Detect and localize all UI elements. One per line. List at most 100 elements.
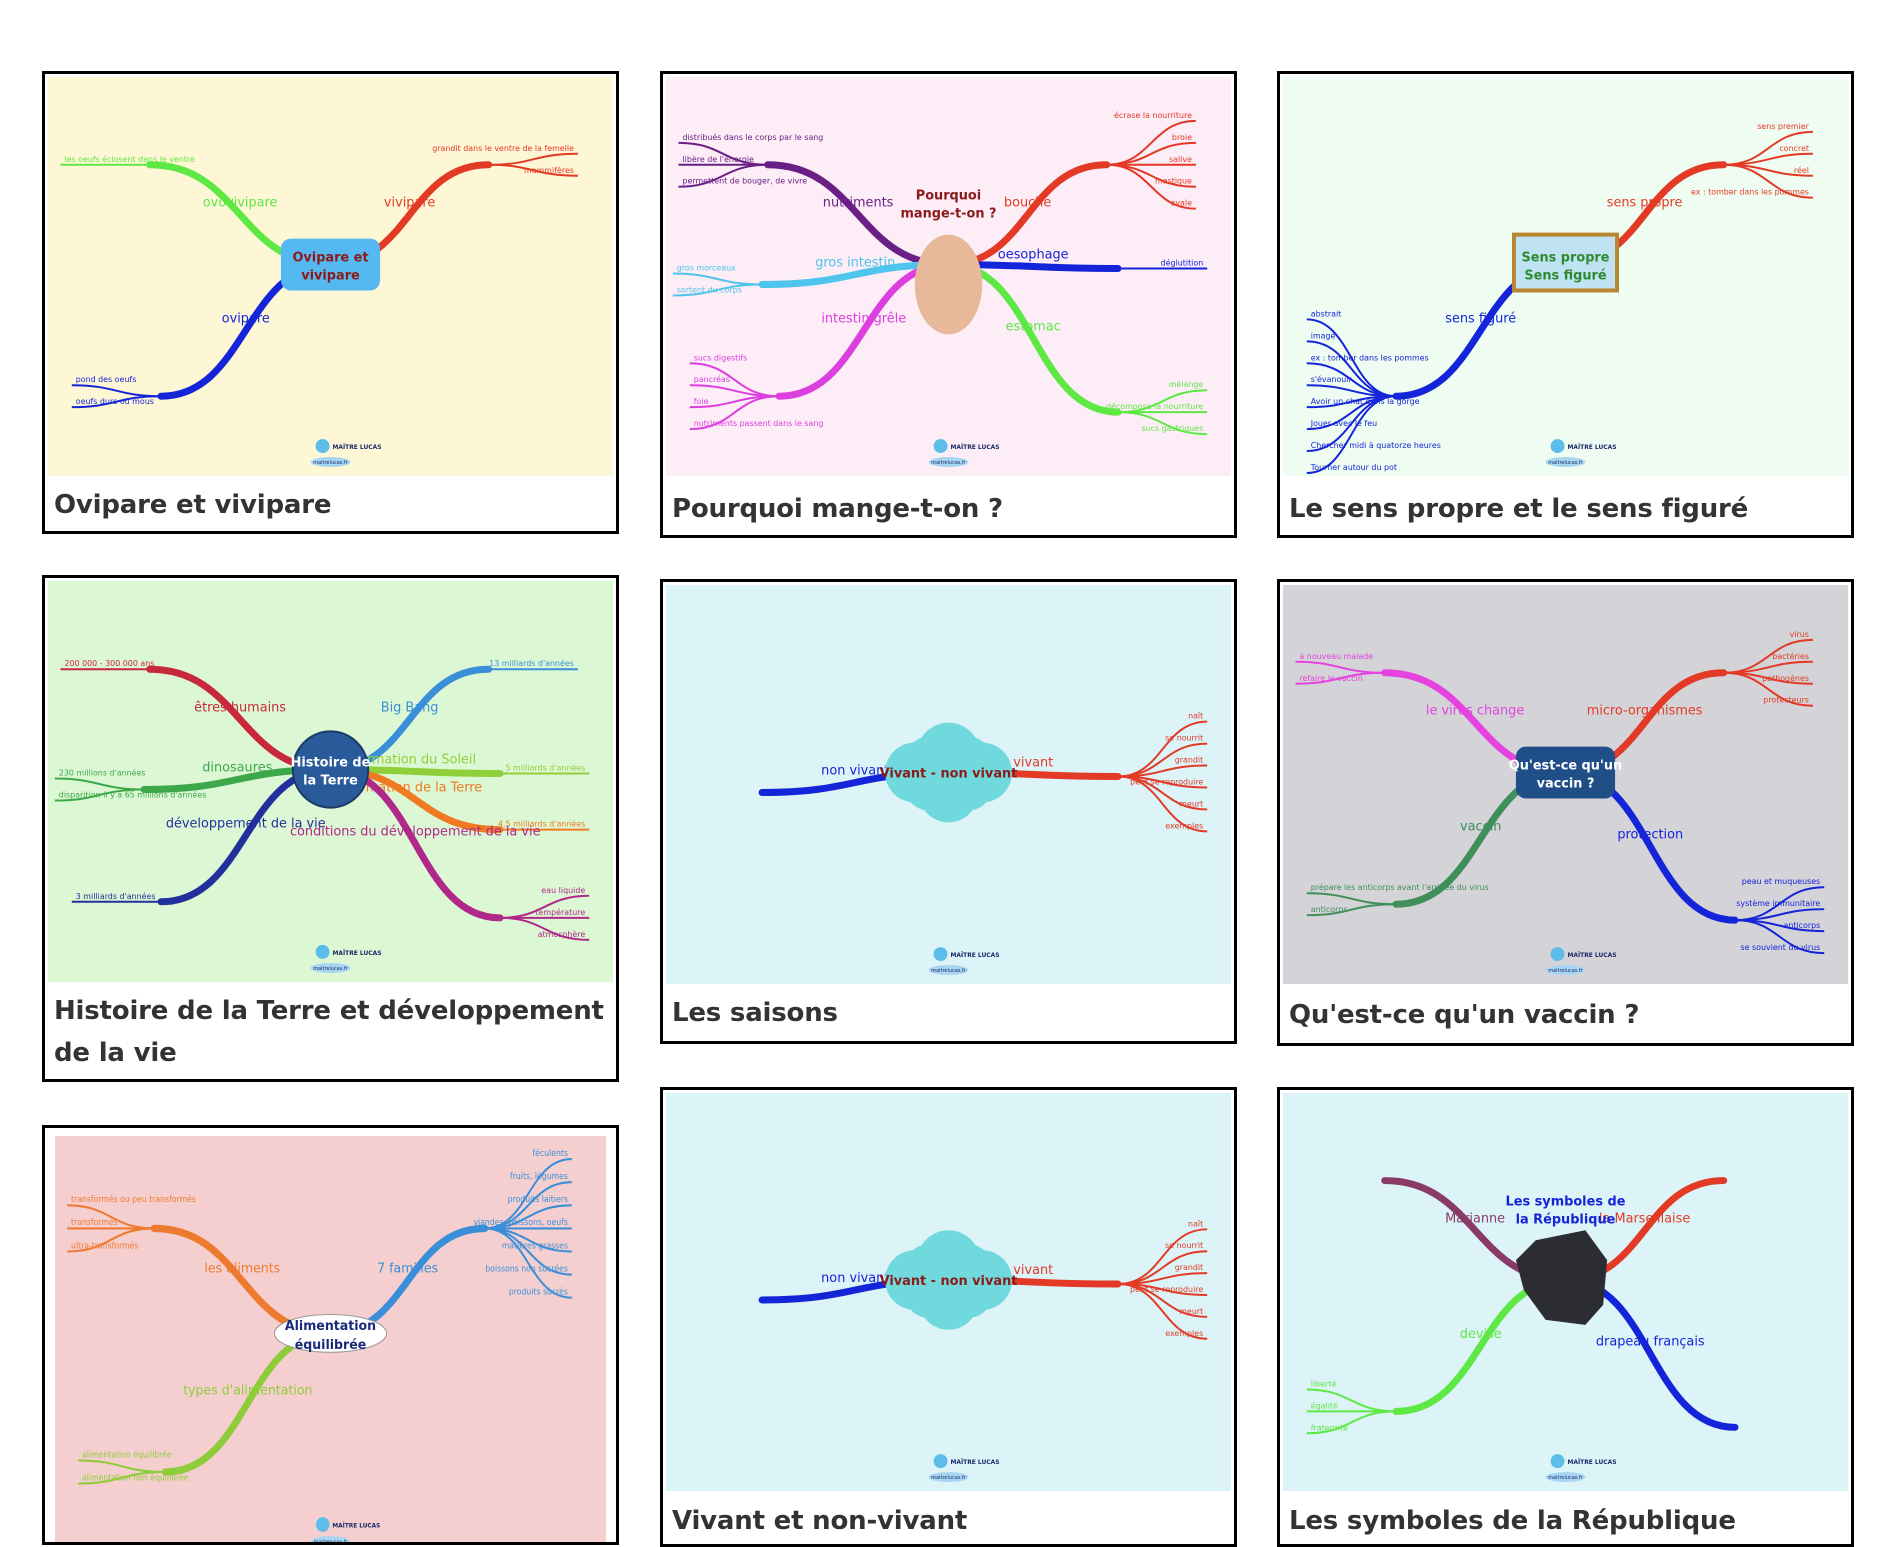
branch-label: la Marseillaise bbox=[1599, 1211, 1690, 1226]
branch-child-label: viandes, poissons, oeufs bbox=[473, 1218, 567, 1227]
svg-text:maitrelucas.fr: maitrelucas.fr bbox=[1548, 460, 1583, 466]
center-node-label: Pourquoi bbox=[916, 189, 981, 204]
card-title[interactable]: Les symboles de la République bbox=[1289, 1506, 1736, 1536]
branch-child-label: alimentation non équilibrée bbox=[82, 1472, 189, 1482]
branch-child-label: grandit bbox=[1175, 756, 1203, 765]
branch-child-label: produits sucrés bbox=[509, 1286, 568, 1296]
branch-child-label: foie bbox=[694, 397, 709, 406]
branch-label: drapeau français bbox=[1596, 1335, 1705, 1350]
branch-child-label: alimentation équilibrée bbox=[82, 1449, 172, 1459]
svg-text:maitrelucas.fr: maitrelucas.fr bbox=[314, 1539, 348, 1545]
card-qu-est-ce-qu-un-vaccin[interactable]: le virus change à nouveau malade refaire l… bbox=[1277, 579, 1854, 1046]
svg-text:MAÎTRE LUCAS: MAÎTRE LUCAS bbox=[332, 443, 381, 451]
branch-child-label: oeufs durs ou mous bbox=[76, 397, 154, 406]
center-node-label: Vivant - non vivant bbox=[880, 766, 1018, 781]
card-title[interactable]: Qu'est-ce qu'un vaccin ? bbox=[1289, 1000, 1640, 1030]
card-thumbnail[interactable]: le virus change à nouveau malade refaire l… bbox=[1283, 585, 1848, 984]
branch-child-label: peut se reproduire bbox=[1130, 777, 1203, 786]
branch-child-label: se souvient du virus bbox=[1741, 943, 1821, 952]
center-node-label: Sens propre bbox=[1522, 251, 1610, 266]
branch-child-label: refaire le vaccin bbox=[1299, 674, 1362, 683]
branch-child-label: ex : tomber dans les pommes bbox=[1691, 188, 1809, 197]
branch-child-label: imagé bbox=[1311, 330, 1336, 340]
branch-child-label: fruits, légumes bbox=[510, 1171, 568, 1181]
branch-label: devise bbox=[1460, 1327, 1502, 1342]
branch-child-label: pancréas bbox=[694, 374, 730, 384]
mind-map-image: Mariannedeviselibertéégalitéfraternitéla… bbox=[1283, 1093, 1848, 1491]
branch-label: vaccin bbox=[1460, 819, 1501, 834]
branch-label: sens propre bbox=[1607, 196, 1683, 211]
branch-child-label: s'évanouir bbox=[1311, 374, 1353, 384]
branch-child-label: Avoir un chat dans la gorge bbox=[1311, 397, 1420, 406]
branch-child-label: 230 millions d'années bbox=[59, 767, 146, 777]
card-title[interactable]: Pourquoi mange-t-on ? bbox=[672, 494, 1003, 524]
branch-child-label: 200 000 - 300 000 ans bbox=[64, 659, 154, 668]
branch-label: dinosaures bbox=[202, 760, 272, 775]
card-title[interactable]: Ovipare et vivipare bbox=[54, 490, 332, 520]
branch-child-label: peau et muqueuses bbox=[1742, 877, 1821, 886]
branch-child-label: se nourrit bbox=[1165, 1241, 1203, 1250]
center-node-label: Ovipare et bbox=[292, 251, 368, 266]
branch-child-label: sucs digestifs bbox=[694, 353, 748, 362]
branch-child-label: Chercher midi à quatorze heures bbox=[1311, 441, 1441, 450]
branch-label: conditions du développement de la vie bbox=[290, 825, 541, 840]
card-title[interactable]: Le sens propre et le sens figuré bbox=[1289, 494, 1749, 524]
branch-child-label: meurt bbox=[1179, 799, 1203, 808]
svg-text:maitrelucas.fr: maitrelucas.fr bbox=[931, 1475, 966, 1481]
center-node-label: Qu'est-ce qu'un bbox=[1509, 759, 1622, 774]
branch-child-label: virus bbox=[1790, 630, 1809, 639]
card-title[interactable]: Vivant et non-vivant bbox=[672, 1506, 968, 1536]
branch-child-label: sens premier bbox=[1757, 122, 1809, 131]
branch-child-label: à nouveau malade bbox=[1299, 652, 1373, 661]
card-title[interactable]: Les saisons bbox=[672, 998, 838, 1028]
branch-child-label: exemples bbox=[1165, 1329, 1203, 1338]
branch-child-label: nutriments passent dans le sang bbox=[694, 419, 824, 428]
center-node-label: Histoire de bbox=[291, 755, 371, 770]
branch-label: 7 familles bbox=[377, 1261, 438, 1277]
branch-label: Big Bang bbox=[381, 700, 439, 715]
branch-label: estomac bbox=[1006, 319, 1061, 334]
mind-map-center-node: Vivant - non vivant bbox=[880, 722, 1018, 823]
branch-child-label: les oeufs éclosent dans le ventre bbox=[64, 154, 195, 164]
card-title[interactable]: Histoire de la Terre et développement de… bbox=[54, 996, 604, 1068]
branch-label: sens figuré bbox=[1445, 311, 1516, 326]
svg-text:maitrelucas.fr: maitrelucas.fr bbox=[313, 460, 348, 466]
branch-child-label: 4,5 milliards d'années bbox=[498, 819, 585, 829]
branch-child-label: déglutition bbox=[1161, 258, 1204, 268]
branch-child-label: matières grasses bbox=[502, 1240, 568, 1250]
branch-child-label: fraternité bbox=[1311, 1422, 1348, 1432]
branch-label: non vivant bbox=[821, 763, 889, 778]
branch-child-label: pond des oeufs bbox=[76, 375, 137, 384]
branch-label: ovipare bbox=[222, 311, 270, 326]
branch-label: le virus change bbox=[1426, 704, 1524, 719]
branch-child-label: libère de l'énergie bbox=[682, 154, 754, 164]
branch-child-label: 5 milliards d'années bbox=[506, 762, 586, 772]
branch-child-label: atmosphère bbox=[538, 929, 586, 939]
branch-child-label: mastique bbox=[1155, 177, 1192, 186]
branch-child-label: sucs gastriques bbox=[1142, 424, 1204, 433]
branch-child-label: produits laitiers bbox=[508, 1195, 568, 1204]
